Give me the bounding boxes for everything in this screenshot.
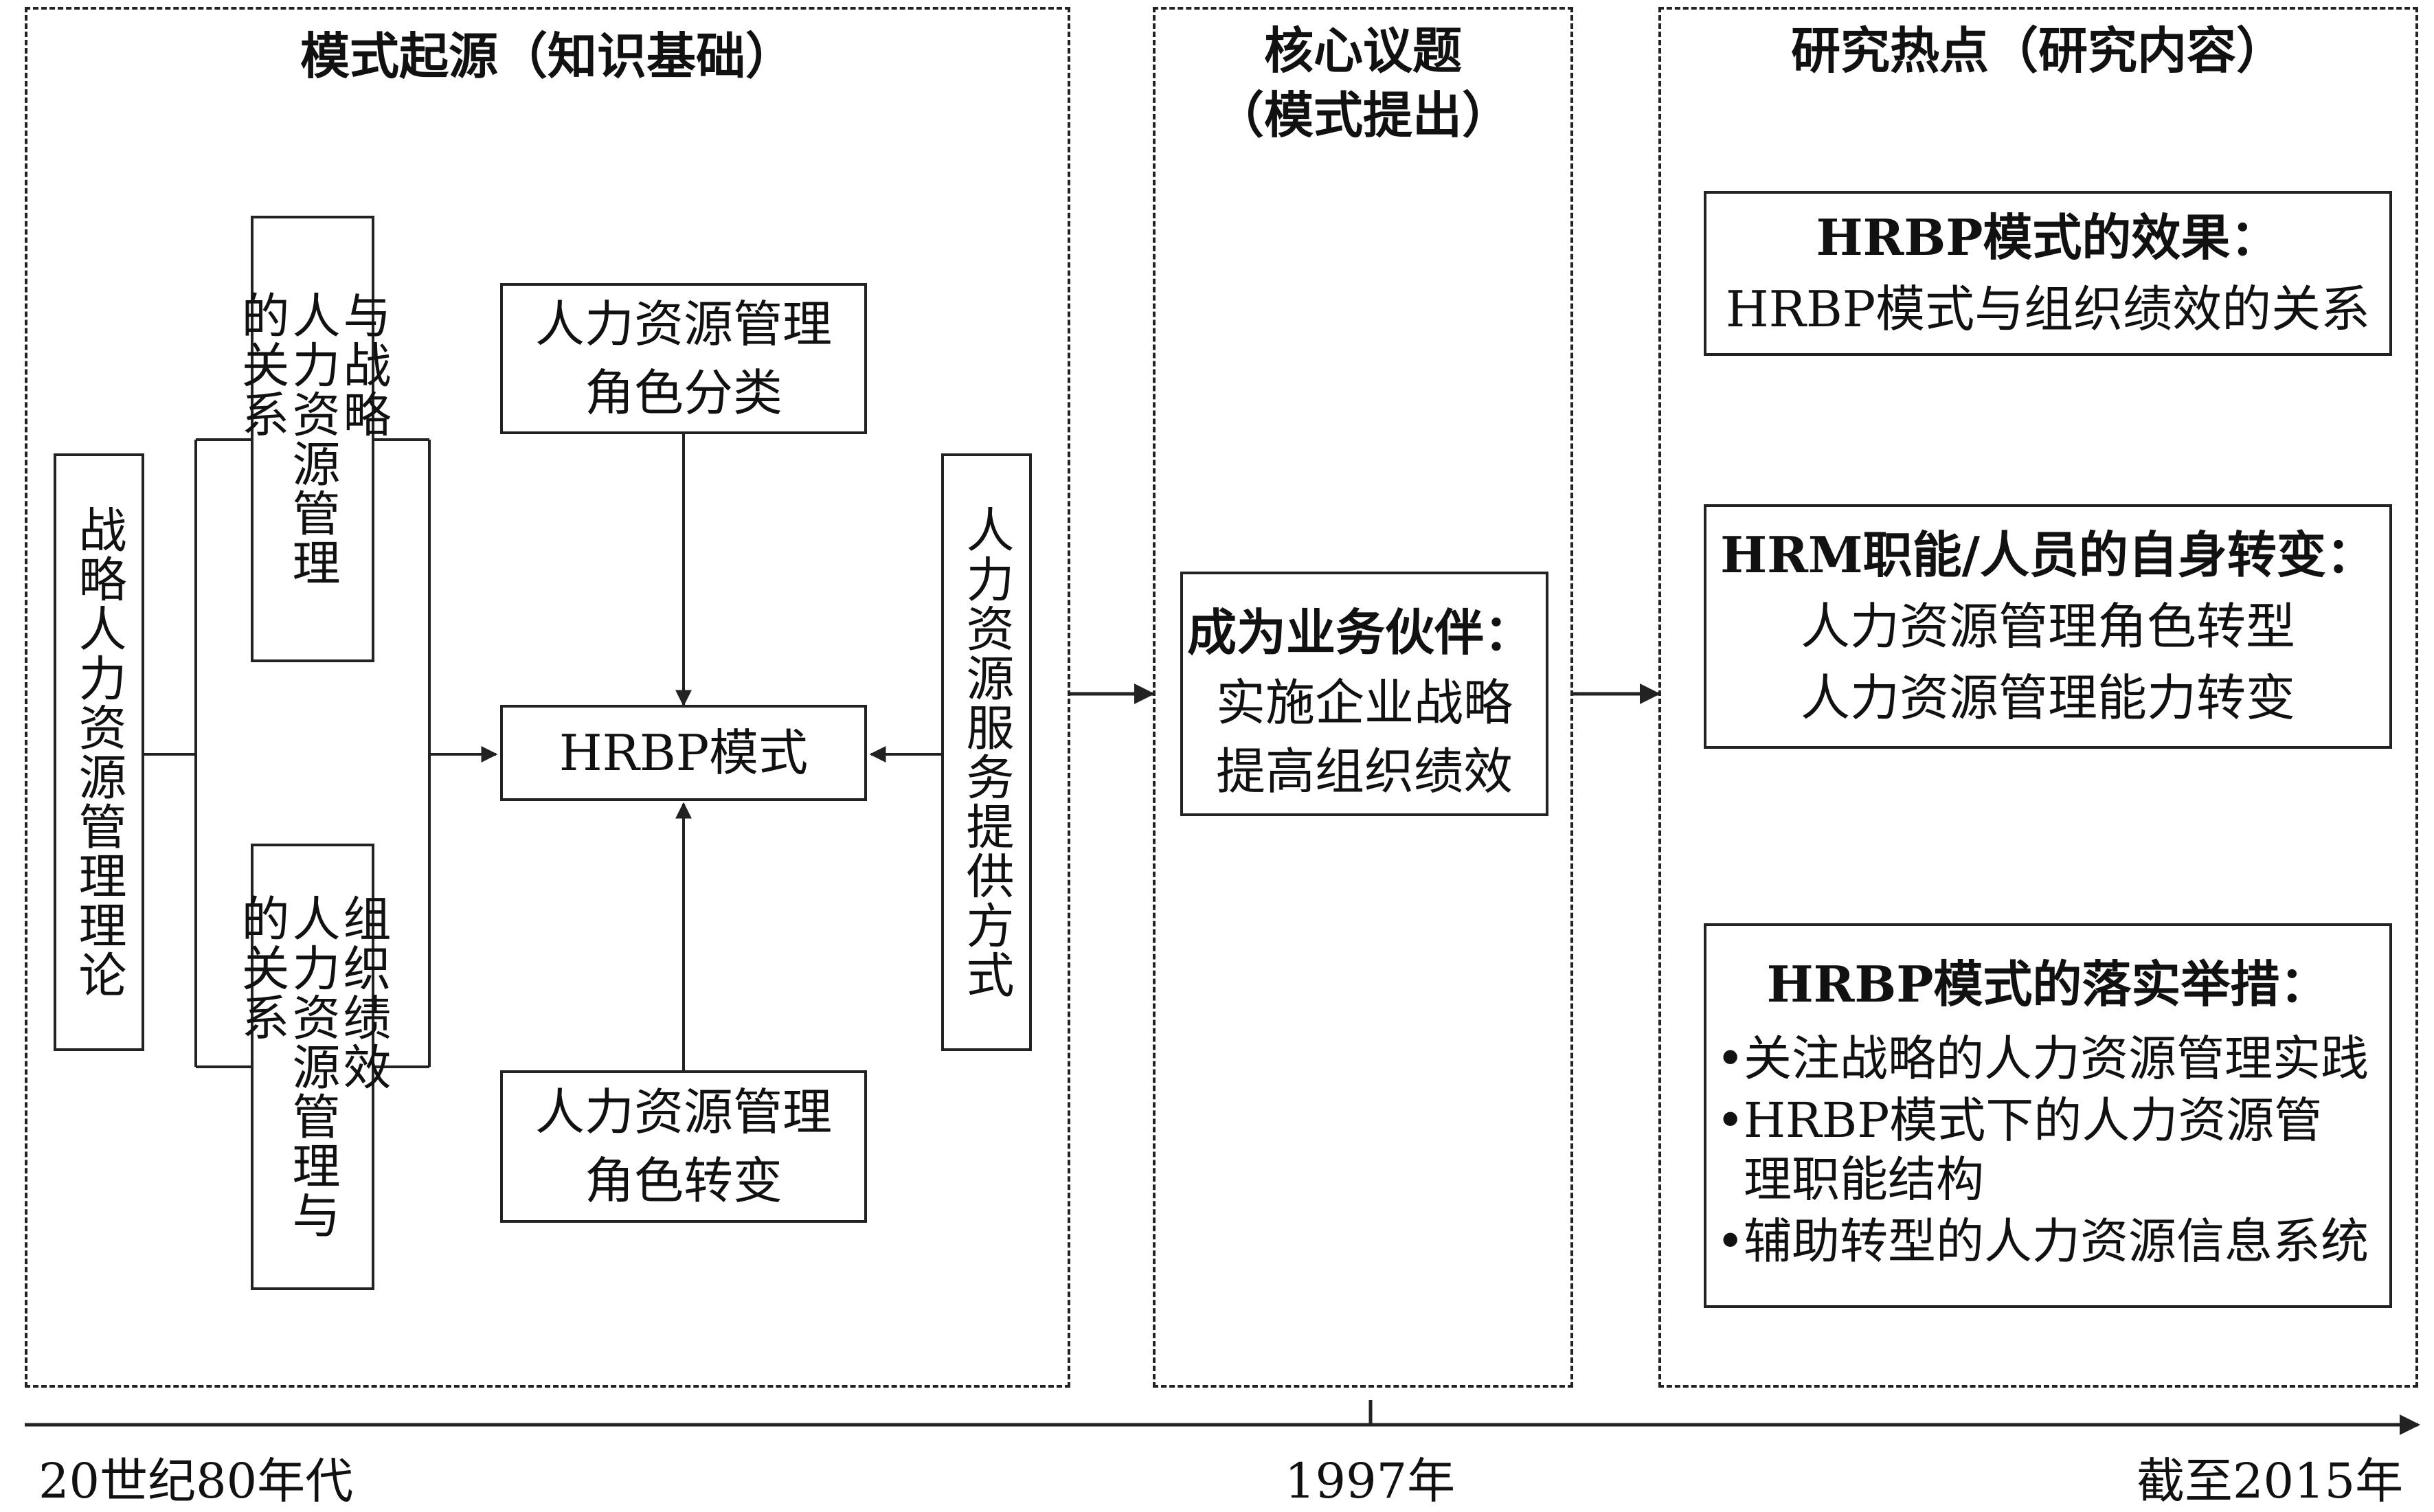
role-classification-box: 人力资源管理 角色分类	[500, 283, 867, 434]
timeline-middle-label: 1997年	[1285, 1453, 1456, 1509]
org-perf-relation-box: 组织绩效 人力资源管理与 的关系	[234, 844, 392, 1290]
bullet-icon: •	[1716, 1213, 1745, 1270]
core-panel-subtitle: （模式提出）	[1214, 86, 1511, 144]
business-partner-box: 成为业务伙伴： 实施企业战略 提高组织绩效	[1180, 572, 1548, 816]
strategic-hrm-theory-box: 战略人力资源管理理论	[54, 453, 144, 1051]
role-classification-line1: 人力资源管理	[534, 295, 832, 353]
transform-title: HRM职能/人员的自身转变：	[1720, 526, 2376, 584]
hrbp-model-box: HRBP模式	[500, 705, 867, 801]
measures-title: HRBP模式的落实举措：	[1766, 955, 2330, 1013]
transform-box: HRM职能/人员的自身转变： 人力资源管理角色转型 人力资源管理能力转变	[1704, 504, 2392, 749]
measures-box: HRBP模式的落实举措： • 关注战略的人力资源管理实践 • HRBP模式下的人…	[1704, 923, 2392, 1308]
measure-item: • HRBP模式下的人力资源管理职能结构	[1716, 1092, 2323, 1208]
service-delivery-box: 人力资源服务提供方式	[941, 453, 1032, 1051]
effect-body: HRBP模式与组织绩效的关系	[1725, 280, 2371, 338]
business-partner-heading: 成为业务伙伴：	[1187, 603, 1534, 662]
strategy-hr-relation-box: 与战略 人力资源管理 的关系	[234, 216, 392, 662]
role-change-line2: 角色转变	[584, 1152, 782, 1210]
transform-line2: 人力资源管理能力转变	[1800, 669, 2295, 727]
bullet-icon: •	[1716, 1092, 1745, 1149]
origin-panel-title: 模式起源（知识基础）	[300, 27, 795, 85]
effect-box: HRBP模式的效果： HRBP模式与组织绩效的关系	[1704, 191, 2392, 356]
core-panel	[1153, 7, 1573, 1388]
service-delivery-label: 人力资源服务提供方式	[958, 505, 1015, 1000]
role-change-box: 人力资源管理 角色转变	[500, 1070, 867, 1223]
transform-line1: 人力资源管理角色转型	[1800, 598, 2295, 655]
core-panel-title: 核心议题	[1263, 21, 1462, 80]
hrbp-model-label: HRBP模式	[559, 724, 809, 782]
measures-list: • 关注战略的人力资源管理实践 • HRBP模式下的人力资源管理职能结构 • 辅…	[1716, 1029, 2387, 1271]
timeline-end-label: 截至2015年	[2137, 1453, 2404, 1509]
hotspot-panel	[1658, 7, 2418, 1388]
business-partner-line2: 提高组织绩效	[1215, 743, 1513, 800]
role-classification-line2: 角色分类	[584, 364, 782, 422]
strategic-hrm-theory-label: 战略人力资源管理理论	[71, 505, 127, 1000]
role-change-line1: 人力资源管理	[534, 1083, 832, 1141]
effect-title: HRBP模式的效果：	[1816, 208, 2280, 267]
measure-item: • 关注战略的人力资源管理实践	[1716, 1030, 2369, 1087]
measure-item: • 辅助转型的人力资源信息系统	[1716, 1213, 2369, 1270]
hotspot-panel-title: 研究热点（研究内容）	[1790, 21, 2286, 80]
strategy-hr-relation-label: 与战略 人力资源管理 的关系	[234, 291, 392, 587]
org-perf-relation-label: 组织绩效 人力资源管理与 的关系	[234, 894, 392, 1240]
origin-panel	[25, 7, 1070, 1388]
timeline-start-label: 20世纪80年代	[38, 1453, 354, 1509]
business-partner-line1: 实施企业战略	[1215, 674, 1513, 732]
bullet-icon: •	[1716, 1030, 1745, 1087]
